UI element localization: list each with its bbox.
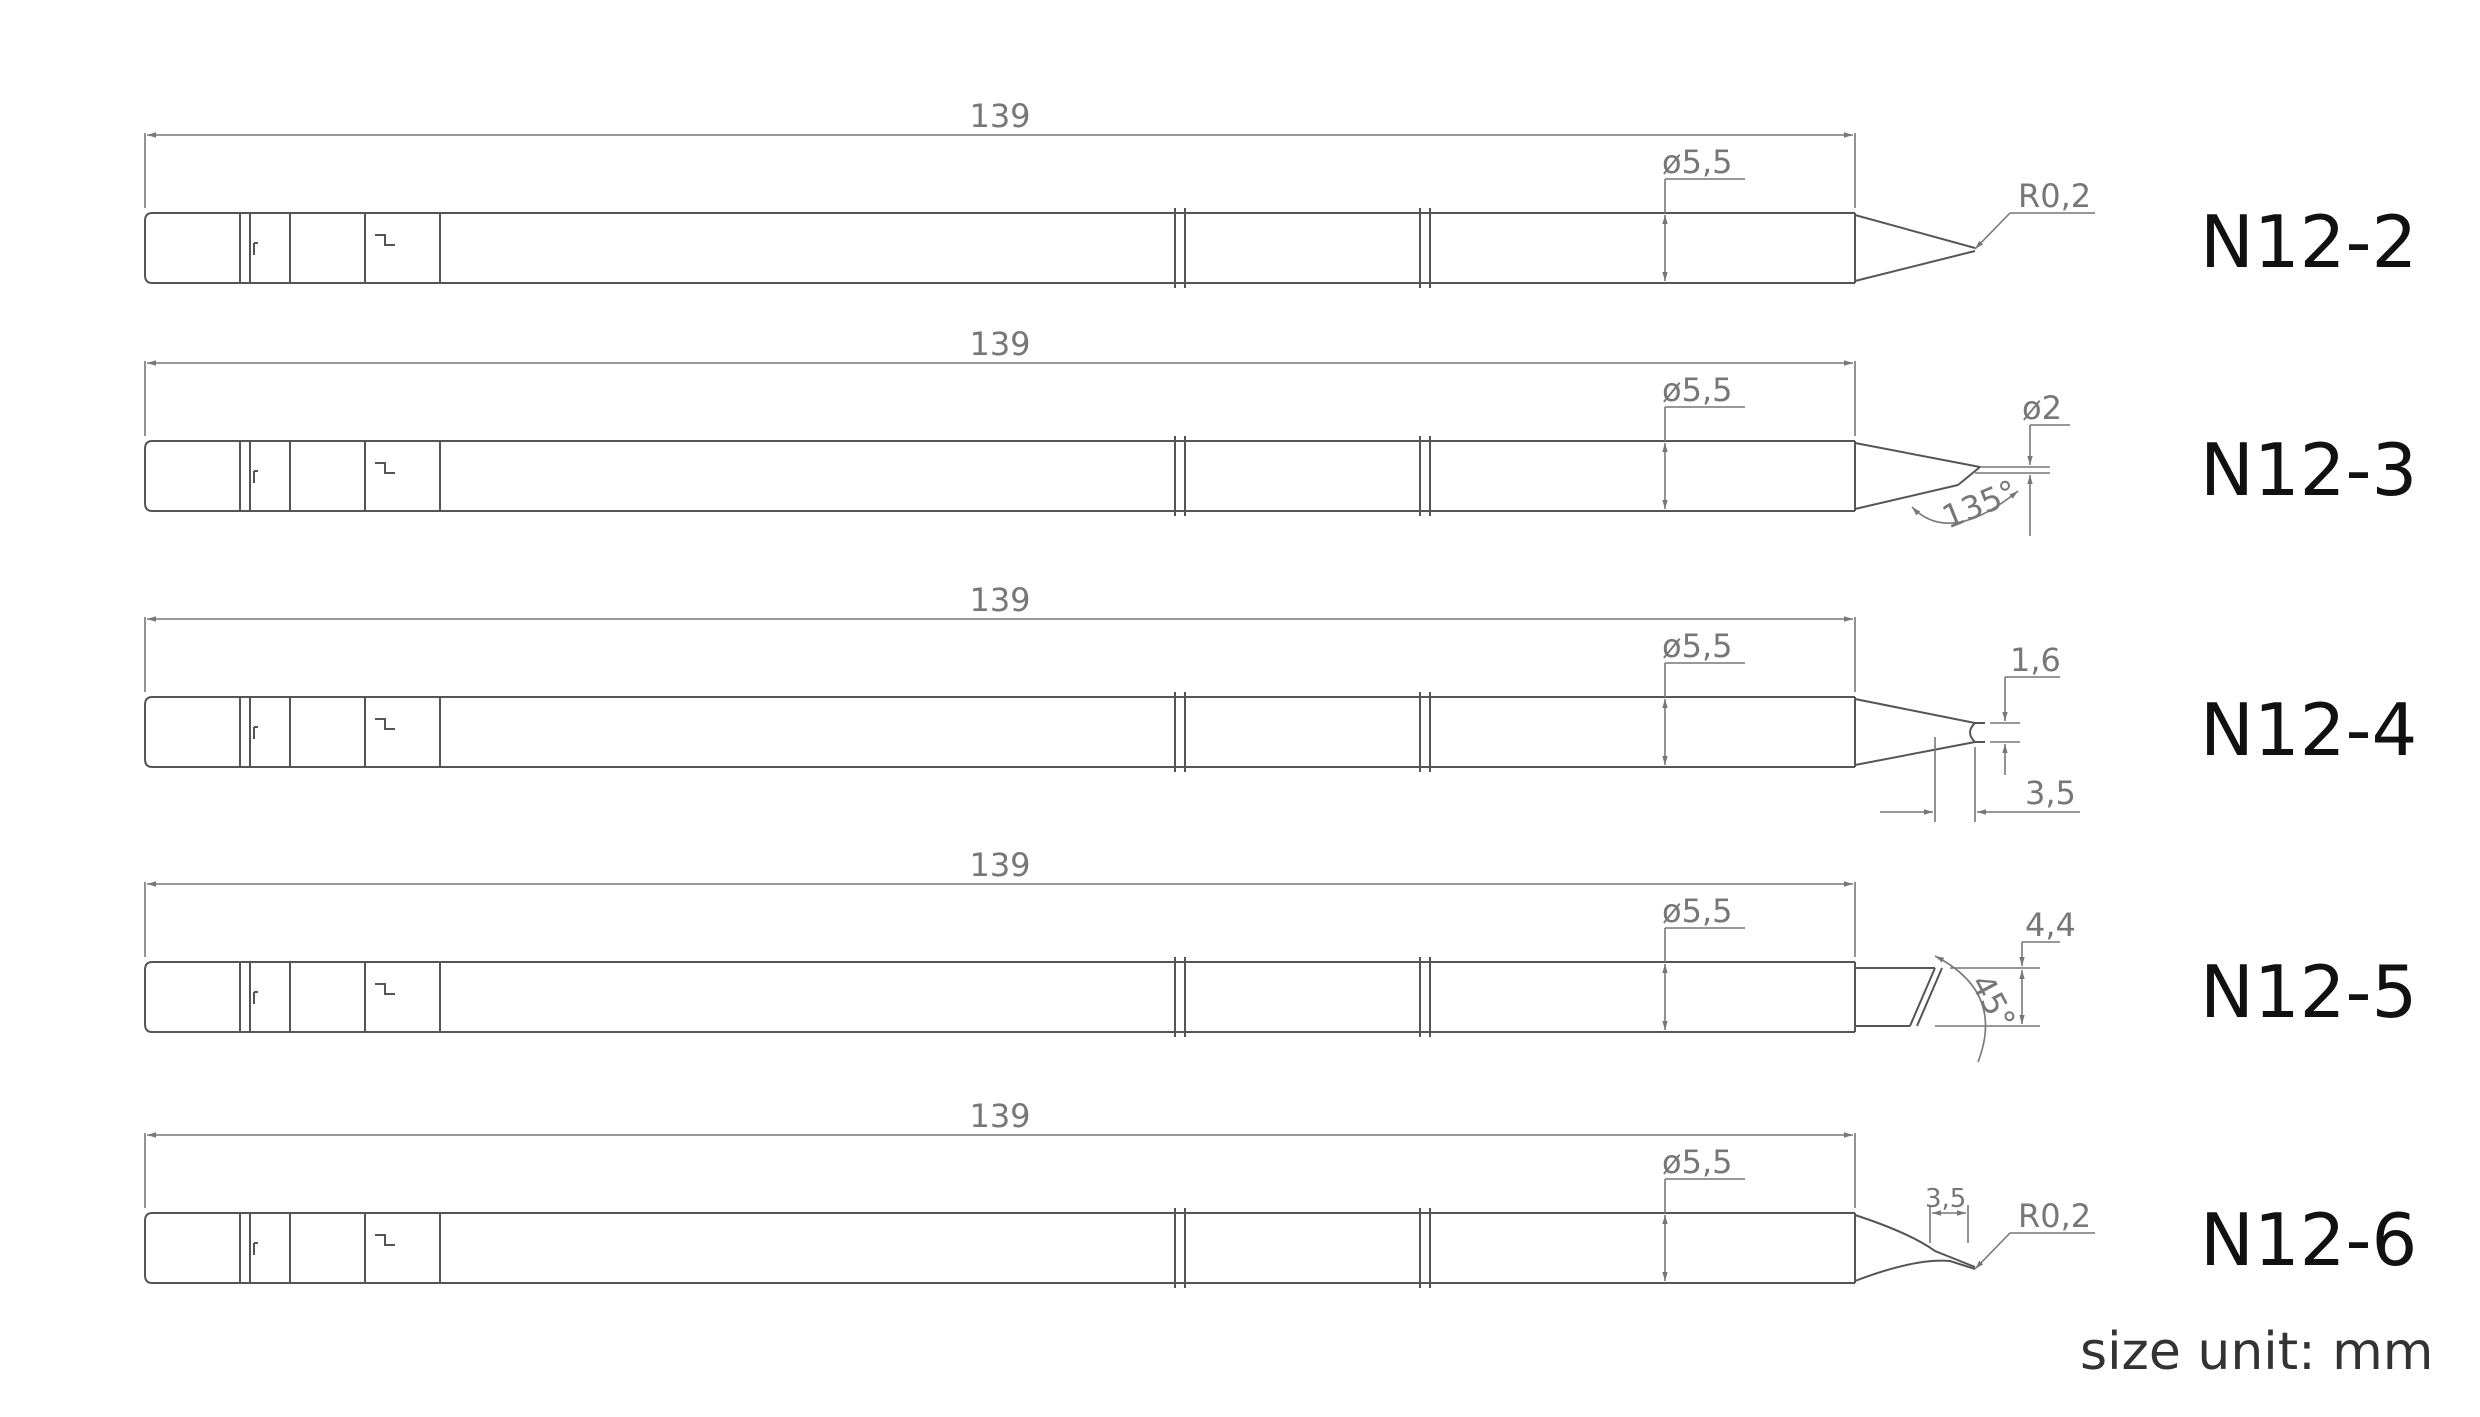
- tip-body: [144, 1208, 1856, 1288]
- diameter-dimension: ø5,5: [1662, 143, 1745, 281]
- tip-body: [144, 436, 1856, 516]
- tip-row-n12-4: 139 ø5,5 1,6 3,5: [144, 581, 2080, 822]
- tip-body: [144, 692, 1856, 772]
- length-value: 139: [969, 846, 1030, 884]
- tip-body: [144, 208, 1856, 288]
- tip-dimension-1: ø2: [2022, 389, 2062, 427]
- length-value: 139: [969, 325, 1030, 363]
- tip-label-n12-4: N12-4: [2200, 688, 2418, 772]
- diameter-dimension: ø5,5: [1662, 892, 1745, 1030]
- length-dimension: 139: [144, 1097, 1856, 1208]
- tip-dimension-2: R0,2: [2018, 1197, 2091, 1235]
- tip-label-n12-3: N12-3: [2200, 428, 2418, 512]
- diameter-value: ø5,5: [1662, 627, 1732, 665]
- diameter-value: ø5,5: [1662, 1143, 1732, 1181]
- tip-row-n12-5: 139 ø5,5 4,4 45°: [144, 846, 2076, 1063]
- diameter-value: ø5,5: [1662, 143, 1732, 181]
- tip-dimension-1: 1,6: [2010, 641, 2061, 679]
- tip-dimension-2: 3,5: [2025, 774, 2076, 812]
- length-value: 139: [969, 1097, 1030, 1135]
- tip-dimension-1: 3,5: [1925, 1184, 1966, 1214]
- length-value: 139: [969, 97, 1030, 135]
- tip-label-n12-2: N12-2: [2200, 200, 2418, 284]
- tip-label-n12-5: N12-5: [2200, 950, 2418, 1034]
- diameter-value: ø5,5: [1662, 892, 1732, 930]
- size-unit-note: size unit: mm: [2080, 1322, 2434, 1382]
- length-value: 139: [969, 581, 1030, 619]
- diameter-dimension: ø5,5: [1662, 627, 1745, 765]
- tip-geometry: 3,5 R0,2: [1854, 1184, 2095, 1282]
- tip-row-n12-2: 139 ø5,5 R0,2: [144, 97, 2095, 288]
- length-dimension: 139: [144, 325, 1856, 436]
- tip-geometry: R0,2: [1854, 177, 2095, 282]
- diameter-dimension: ø5,5: [1662, 1143, 1745, 1281]
- diameter-value: ø5,5: [1662, 371, 1732, 409]
- tip-geometry: ø2 135°: [1854, 389, 2070, 536]
- length-dimension: 139: [144, 581, 1856, 692]
- tip-dimension-2: 135°: [1937, 472, 2023, 536]
- tip-row-n12-6: 139 ø5,5 3,5 R0,2: [144, 1097, 2095, 1288]
- tip-dimension-1: 4,4: [2025, 906, 2076, 944]
- tip-geometry: 4,4 45°: [1855, 906, 2076, 1063]
- length-dimension: 139: [144, 97, 1856, 208]
- tip-row-n12-3: 139 ø5,5 ø2 135°: [144, 325, 2070, 536]
- length-dimension: 139: [144, 846, 1856, 957]
- tip-label-n12-6: N12-6: [2200, 1198, 2418, 1282]
- tip-geometry: 1,6 3,5: [1854, 641, 2080, 822]
- diameter-dimension: ø5,5: [1662, 371, 1745, 509]
- tip-dimension-1: R0,2: [2018, 177, 2091, 215]
- tip-body: [144, 957, 1856, 1037]
